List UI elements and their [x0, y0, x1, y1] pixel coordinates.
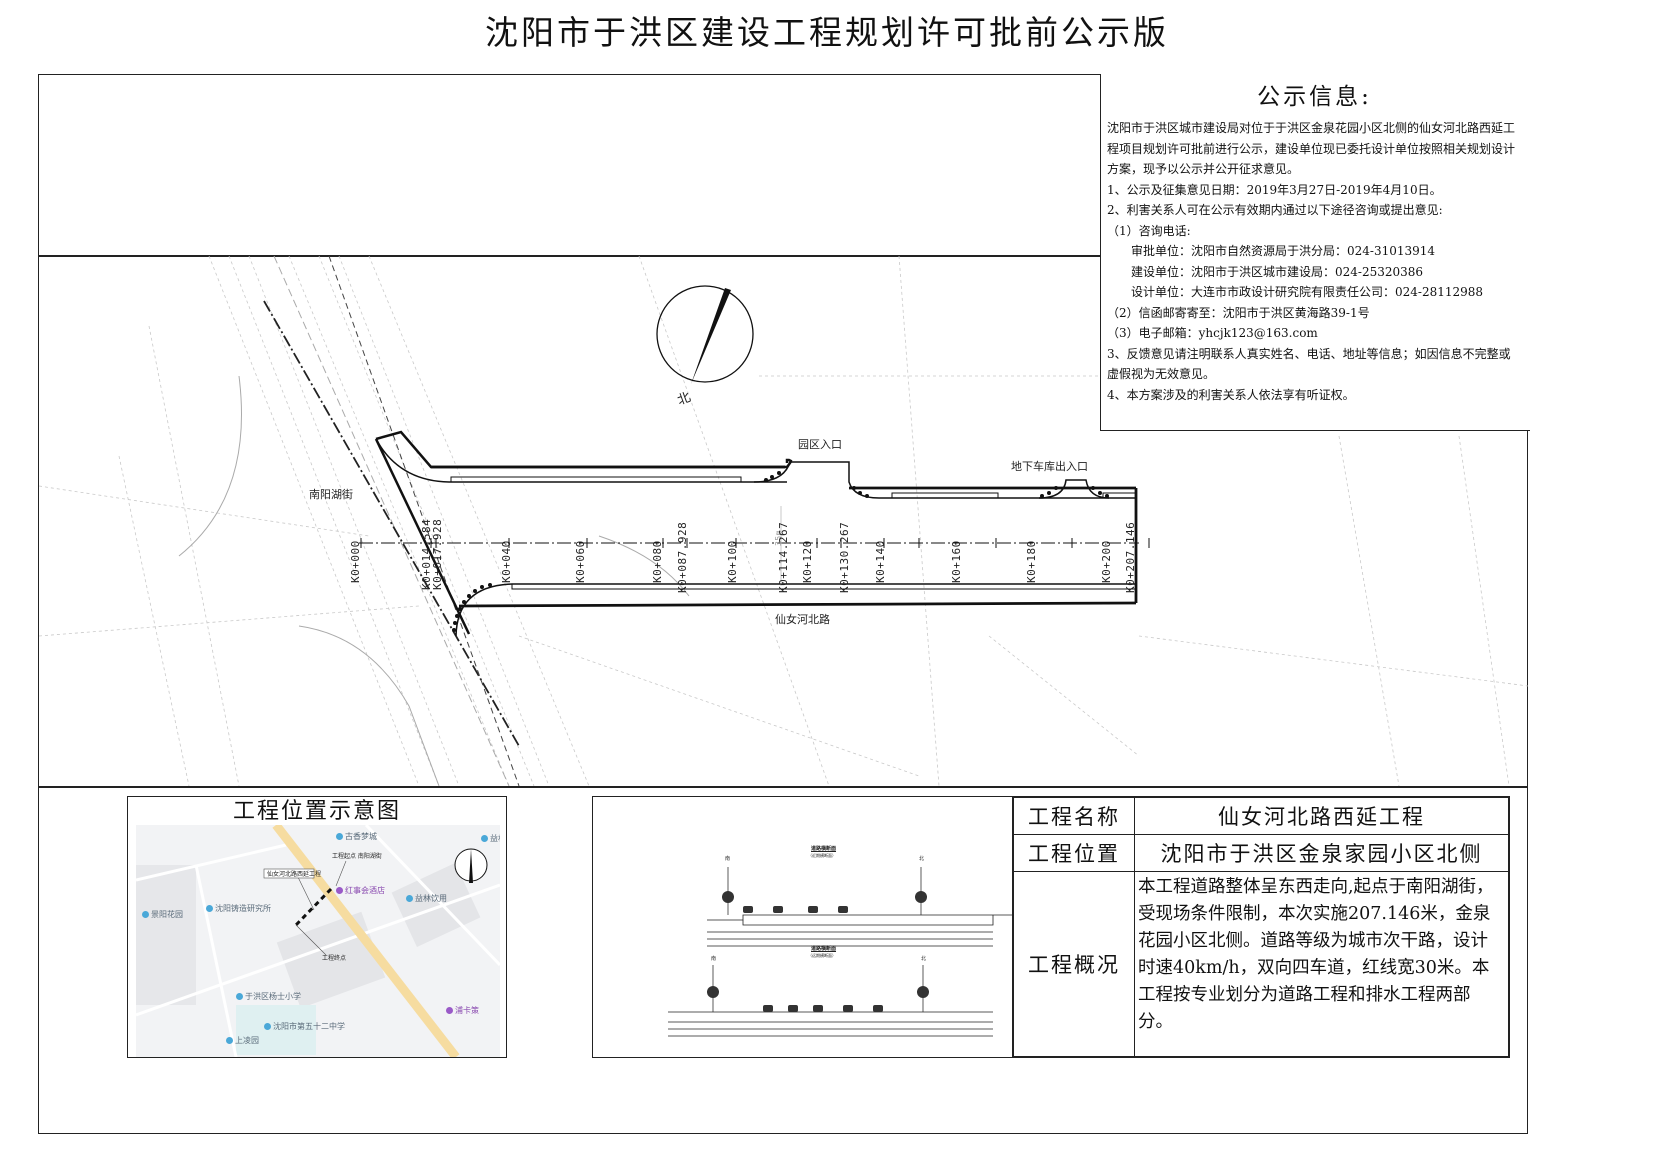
label-garage-entrance: 地下车库出入口	[1011, 460, 1088, 473]
site-plan-lines	[39, 256, 1528, 786]
label-park-entrance: 园区入口	[798, 438, 842, 451]
notice-intro: 沈阳市于洪区城市建设局对位于于洪区金泉花园小区北侧的仙女河北路西延工程项目规划许…	[1107, 121, 1516, 176]
label-road-name: 仙女河北路	[775, 613, 830, 626]
notice-item-4: 4、本方案涉及的利害关系人依法享有听证权。	[1107, 387, 1355, 402]
table-row: 工程概况 本工程道路整体呈东西走向,起点于南阳湖街，受现场条件限制，本次实施20…	[1013, 871, 1509, 1057]
project-name-value: 仙女河北路西延工程	[1134, 797, 1509, 835]
notice-item-1: 1、公示及征集意见日期：2019年3月27日-2019年4月10日。	[1107, 182, 1442, 197]
station-k0-180: K0+180	[1025, 540, 1038, 583]
table-row: 工程名称 仙女河北路西延工程	[1013, 797, 1509, 835]
location-map: 仙女河北路西延工程 工程起点 南阳湖街 工程终点 古香梦城 红事会酒店 沈阳铸造…	[136, 825, 500, 1057]
cross-section-west-2: 南	[711, 956, 717, 962]
north-arrow-icon	[656, 285, 754, 384]
station-k0-000: K0+000	[349, 540, 362, 583]
poi-3: 益林饮用	[406, 893, 447, 904]
station-k0-130: K0+130.267	[838, 521, 851, 593]
poi-6: 沈阳市第五十二中学	[264, 1021, 345, 1032]
poi-1: 红事会酒店	[336, 885, 385, 896]
map-callout-project: 仙女河北路西延工程	[267, 871, 322, 878]
station-k0-100: K0+100	[726, 540, 739, 583]
page-title: 沈阳市于洪区建设工程规划许可批前公示版	[485, 13, 1169, 52]
table-row: 工程位置 沈阳市于洪区金泉家园小区北侧	[1013, 834, 1509, 872]
project-info-panel: 工程名称 仙女河北路西延工程 工程位置 沈阳市于洪区金泉家园小区北侧 工程概况 …	[1012, 796, 1510, 1058]
poi-marker-icon	[236, 993, 243, 1000]
location-map-panel: 工程位置示意图 仙女河北路西延工程 工程起点 南阳湖街 工程终点 古香梦城 红事…	[127, 796, 507, 1058]
drawing-frame	[38, 74, 1528, 1134]
project-location-value: 沈阳市于洪区金泉家园小区北侧	[1134, 834, 1509, 872]
station-k0-120: K0+120	[801, 540, 814, 583]
cross-section-title-2: 道路横断面	[811, 946, 837, 952]
location-map-title: 工程位置示意图	[232, 799, 401, 824]
cross-section-sub-2: （远期横断面）	[808, 953, 836, 958]
map-graphics	[136, 825, 500, 1057]
poi-marker-icon	[481, 835, 488, 842]
station-k0-140: K0+140	[874, 540, 887, 583]
poi-marker-icon	[336, 887, 343, 894]
project-location-label: 工程位置	[1013, 834, 1135, 872]
poi-5: 于洪区杨士小学	[236, 991, 301, 1002]
notice-item-3: 3、反馈意见请注明联系人真实姓名、电话、地址等信息；如因信息不完整或虚假视为无效…	[1107, 346, 1511, 382]
contact-approval: 审批单位：沈阳市自然资源局于洪分局：024-31013914	[1131, 244, 1436, 258]
poi-0: 古香梦城	[336, 831, 377, 842]
poi-marker-icon	[446, 1007, 453, 1014]
project-overview-label: 工程概况	[1013, 871, 1135, 1057]
map-callout-end: 工程终点	[322, 955, 347, 962]
notice-item-2-3: （3）电子邮箱：yhcjk123@163.com	[1107, 326, 1318, 340]
notice-panel: 公示信息: 沈阳市于洪区城市建设局对位于于洪区金泉花园小区北侧的仙女河北路西延工…	[1100, 74, 1530, 431]
station-k0-060: K0+060	[574, 540, 587, 583]
station-k0-160: K0+160	[950, 540, 963, 583]
project-overview-value: 本工程道路整体呈东西走向,起点于南阳湖街，受现场条件限制，本次实施207.146…	[1134, 871, 1509, 1057]
project-name-label: 工程名称	[1013, 797, 1135, 835]
station-k0-200: K0+200	[1100, 540, 1113, 583]
map-callout-start: 工程起点 南阳湖街	[332, 853, 382, 860]
contact-builder: 建设单位：沈阳市于洪区城市建设局：024-25320386	[1131, 264, 1424, 279]
cross-section-east-2: 北	[921, 956, 927, 962]
station-k0-207: K0+207.146	[1124, 521, 1137, 593]
poi-4: 景阳花园	[142, 909, 183, 920]
poi-2: 沈阳铸造研究所	[206, 903, 271, 914]
poi-9: 益林	[481, 833, 500, 844]
map-north-arrow-icon	[454, 848, 488, 883]
poi-marker-icon	[264, 1023, 271, 1030]
notice-item-2-1: （1）咨询电话:	[1107, 223, 1191, 238]
notice-item-2-2: （2）信函邮寄寄至：沈阳市于洪区黄海路39-1号	[1107, 305, 1370, 320]
project-info-table: 工程名称 仙女河北路西延工程 工程位置 沈阳市于洪区金泉家园小区北侧 工程概况 …	[1013, 797, 1509, 1057]
station-k0-114: K0+114.267	[777, 521, 790, 593]
notice-item-2: 2、利害关系人可在公示有效期内通过以下途径咨询或提出意见:	[1107, 203, 1443, 217]
label-cross-street: 南阳湖街	[309, 488, 353, 501]
site-plan-drawing: 北 南阳湖街 仙女河北路 园区入口 地下车库出入口 35m K0+000 K0+…	[39, 256, 1528, 786]
poi-7: 上凌园	[226, 1035, 259, 1046]
station-k0-017: K0+017.928	[431, 518, 444, 590]
header-divider	[38, 255, 1102, 257]
poi-marker-icon	[226, 1037, 233, 1044]
contact-designer: 设计单位：大连市市政设计研究院有限责任公司：024-28112988	[1131, 285, 1484, 299]
footer-divider	[38, 786, 1528, 788]
notice-heading: 公示信息:	[1257, 84, 1372, 110]
cross-section-title-1: 道路横断面	[811, 846, 837, 852]
poi-marker-icon	[206, 905, 213, 912]
poi-marker-icon	[142, 911, 149, 918]
station-k0-087: K0+087.928	[676, 521, 689, 593]
cross-section-west-1: 南	[725, 856, 731, 862]
poi-8: 浦卡策	[446, 1005, 479, 1016]
poi-marker-icon	[406, 895, 413, 902]
cross-section-sub-1: （近期横断面）	[808, 853, 836, 858]
station-k0-080: K0+080	[651, 540, 664, 583]
poi-marker-icon	[336, 833, 343, 840]
station-k0-040: K0+040	[500, 540, 513, 583]
cross-section-panel: 道路横断面 （近期横断面） 道路横断面 （远期横断面） 南 北 南 北	[592, 796, 1012, 1058]
cross-section-east-1: 北	[919, 856, 925, 862]
cross-section-drawings	[668, 867, 1012, 1037]
